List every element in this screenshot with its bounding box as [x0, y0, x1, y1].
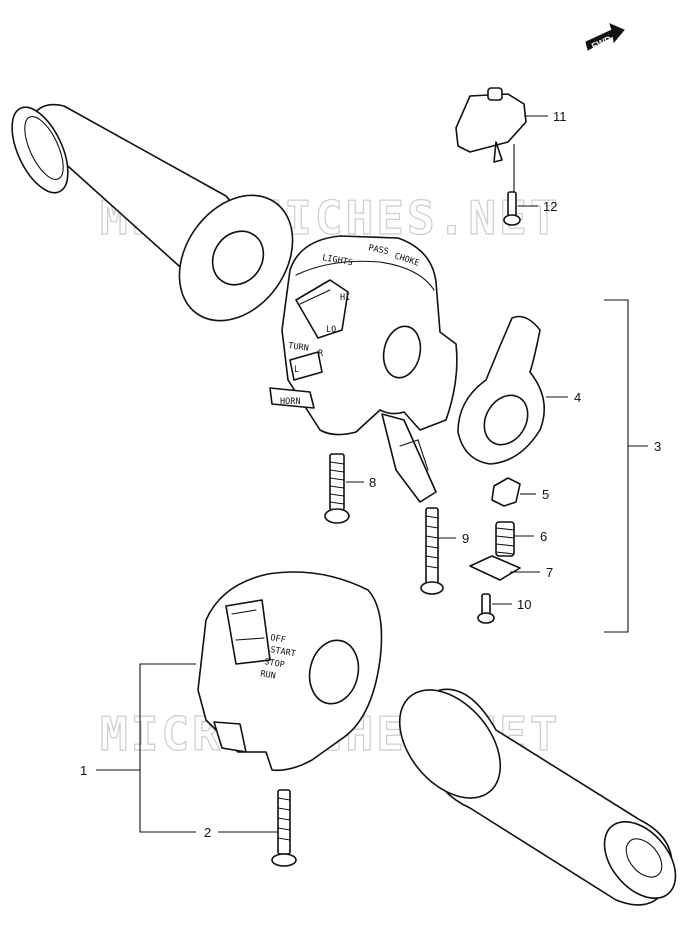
label-l: L [294, 365, 299, 375]
callout-6: 6 [540, 529, 547, 544]
callout-9: 9 [462, 531, 469, 546]
left-handlebar-grip [11, 103, 294, 322]
callout-1: 1 [80, 763, 87, 778]
label-turn: TURN [288, 341, 310, 354]
screw-12 [503, 191, 521, 226]
label-stop: STOP [263, 657, 285, 670]
callout-4: 4 [574, 390, 581, 405]
screw-10 [477, 593, 495, 624]
label-r: R [318, 349, 324, 359]
right-switch-housing: OFF START STOP RUN [197, 571, 383, 772]
callout-8: 8 [369, 475, 376, 490]
callout-5: 5 [542, 487, 549, 502]
pass-switch [455, 87, 527, 163]
screw-2 [271, 789, 297, 867]
left-switch-housing: PASS CHOKE LIGHTS HI LO TURN R L HORN [269, 235, 458, 503]
label-run: RUN [259, 669, 276, 682]
screw-8 [324, 453, 350, 524]
screw-9 [420, 507, 444, 595]
detent-plate [469, 555, 521, 581]
label-off: OFF [269, 633, 286, 646]
callout-3: 3 [654, 439, 661, 454]
fwd-arrow-icon: FWD [585, 23, 625, 52]
switch-cover [457, 315, 546, 465]
label-pass: PASS [367, 243, 389, 257]
callout-7: 7 [546, 565, 553, 580]
callout-lines [96, 115, 648, 833]
label-start: START [269, 645, 296, 659]
callout-11: 11 [553, 109, 567, 124]
fwd-badge: FWD [590, 34, 613, 52]
choke-knob [491, 477, 521, 507]
label-lo: LO [326, 325, 336, 335]
callout-10: 10 [517, 597, 531, 612]
right-handlebar-grip [398, 688, 677, 906]
label-horn: HORN [280, 397, 300, 407]
spring [495, 521, 515, 557]
callout-12: 12 [543, 199, 557, 214]
callout-2: 2 [204, 825, 211, 840]
label-hi: HI [340, 293, 350, 303]
